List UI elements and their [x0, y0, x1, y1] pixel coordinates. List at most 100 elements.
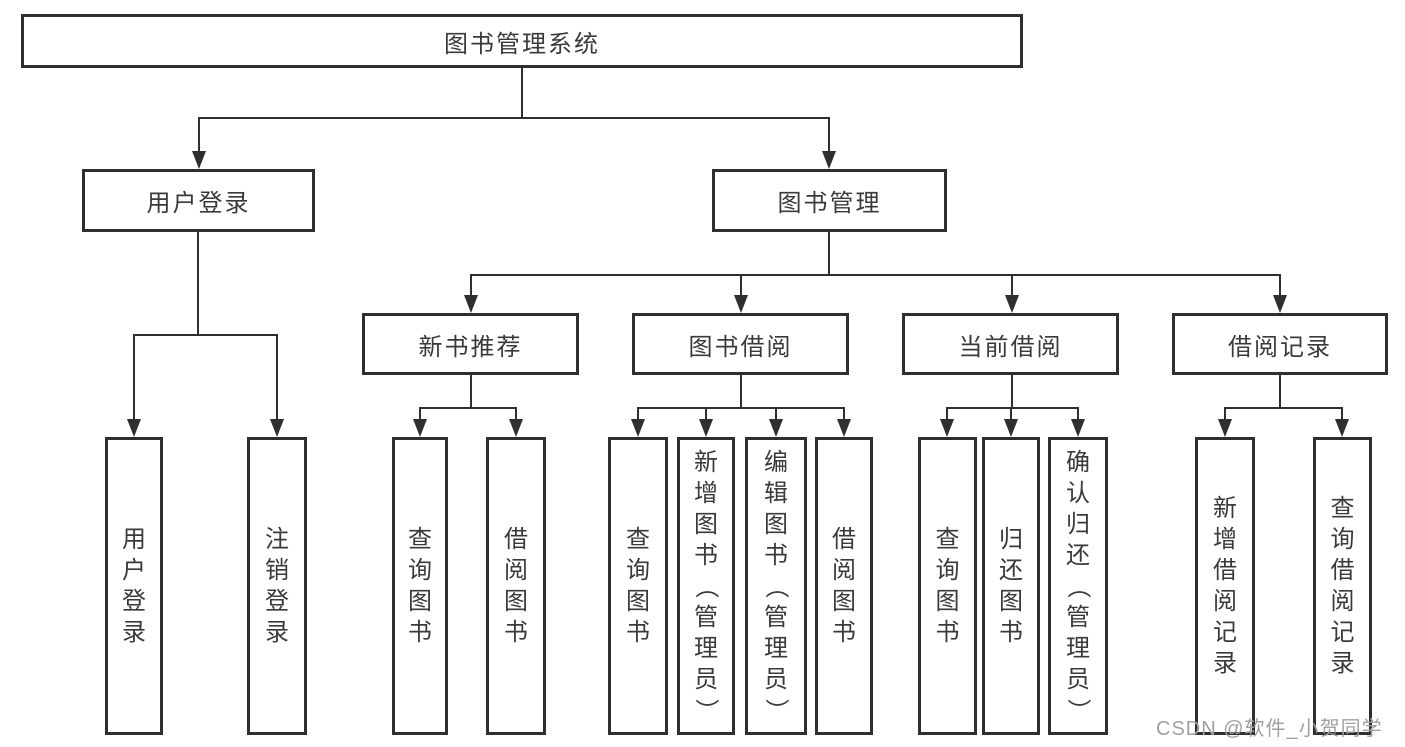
vertical-char: 查 — [626, 526, 650, 553]
connector-arrow-line — [1279, 275, 1281, 296]
vertical-char: 查 — [935, 526, 960, 553]
vertical-char: ） — [762, 698, 790, 722]
leaf-borrow-books-recommend: 借阅图书 — [486, 437, 546, 735]
vertical-char: 管 — [1066, 603, 1090, 631]
leaf-borrow-books-borrow: 借阅图书 — [815, 437, 873, 735]
connector-arrow-line — [198, 118, 200, 152]
arrow-down-icon — [769, 419, 783, 437]
connector-arrow-line — [419, 408, 421, 420]
vertical-char: 用 — [122, 526, 146, 553]
vertical-char: 阅 — [832, 557, 856, 584]
vertical-char: 书 — [999, 619, 1023, 646]
vertical-char: （ — [762, 574, 790, 598]
vertical-char: 图 — [408, 588, 432, 615]
vertical-char: 图 — [832, 588, 856, 615]
connector-stem — [828, 232, 830, 275]
arrow-down-icon — [1005, 295, 1019, 313]
node-user-login: 用户登录 — [82, 169, 315, 232]
vertical-char: ） — [1064, 698, 1092, 722]
vertical-char: 员 — [694, 665, 718, 693]
connector-arrow-line — [1224, 408, 1226, 420]
arrow-down-icon — [822, 151, 836, 169]
node-new-book-recommendation: 新书推荐 — [362, 313, 579, 375]
vertical-char: 增 — [1213, 526, 1237, 553]
connector-bar — [470, 274, 1281, 276]
vertical-char: 书 — [935, 619, 960, 646]
leaf-query-books-current: 查询图书 — [918, 437, 977, 735]
connector-stem — [740, 375, 742, 408]
node-current-borrowing: 当前借阅 — [902, 313, 1119, 375]
vertical-char: 录 — [265, 619, 289, 646]
vertical-char: 还 — [999, 557, 1023, 584]
connector-arrow-line — [946, 408, 948, 420]
vertical-char: 书 — [504, 619, 528, 646]
connector-arrow-line — [705, 408, 707, 420]
vertical-char: 查 — [408, 526, 432, 553]
connector-arrow-line — [1341, 408, 1343, 420]
vertical-char: 注 — [265, 526, 289, 553]
vertical-char: 借 — [832, 526, 856, 553]
connector-arrow-line — [1010, 408, 1012, 420]
vertical-char: 借 — [1330, 557, 1355, 584]
vertical-char: 员 — [764, 665, 788, 693]
vertical-char: 理 — [1066, 634, 1090, 662]
vertical-char: （ — [692, 574, 720, 598]
connector-arrow-line — [843, 408, 845, 420]
arrow-down-icon — [127, 419, 141, 437]
arrow-down-icon — [699, 419, 713, 437]
vertical-char: 阅 — [1213, 588, 1237, 615]
arrow-down-icon — [1071, 419, 1085, 437]
vertical-char: 记 — [1213, 619, 1237, 646]
connector-arrow-line — [1077, 408, 1079, 420]
vertical-char: 图 — [935, 588, 960, 615]
leaf-edit-books-admin: 编辑图书（管理员） — [745, 437, 807, 735]
connector-stem — [1279, 375, 1281, 408]
connector-arrow-line — [828, 118, 830, 152]
connector-arrow-line — [276, 335, 278, 420]
vertical-char: 录 — [1330, 650, 1355, 677]
leaf-add-books-admin: 新增图书（管理员） — [677, 437, 735, 735]
arrow-down-icon — [631, 419, 645, 437]
vertical-char: 新 — [1213, 495, 1237, 522]
vertical-char: 登 — [265, 588, 289, 615]
connector-stem — [197, 232, 199, 335]
connector-arrow-line — [515, 408, 517, 420]
vertical-char: 书 — [626, 619, 650, 646]
vertical-char: ） — [692, 698, 720, 722]
arrow-down-icon — [940, 419, 954, 437]
connector-stem — [1011, 375, 1013, 408]
leaf-user-login: 用户登录 — [105, 437, 163, 735]
node-book-management: 图书管理 — [712, 169, 947, 232]
arrow-down-icon — [464, 295, 478, 313]
arrow-down-icon — [1273, 295, 1287, 313]
vertical-char: 还 — [1066, 541, 1090, 569]
vertical-char: 理 — [764, 634, 788, 662]
vertical-char: 归 — [1066, 510, 1090, 538]
connector-stem — [470, 375, 472, 408]
vertical-char: 书 — [764, 541, 788, 569]
connector-bar — [637, 407, 845, 409]
leaf-add-borrow-record: 新增借阅记录 — [1195, 437, 1255, 735]
vertical-char: 编 — [764, 448, 788, 476]
vertical-char: 图 — [694, 510, 718, 538]
vertical-char: 管 — [764, 603, 788, 631]
leaf-query-borrow-record: 查询借阅记录 — [1313, 437, 1372, 735]
connector-arrow-line — [637, 408, 639, 420]
connector-bar — [419, 407, 517, 409]
vertical-char: 认 — [1066, 479, 1090, 507]
vertical-char: 确 — [1066, 448, 1090, 476]
leaf-logout: 注销登录 — [247, 437, 307, 735]
vertical-char: 询 — [408, 557, 432, 584]
connector-bar — [133, 334, 278, 336]
vertical-char: 询 — [1330, 526, 1355, 553]
vertical-char: 员 — [1066, 665, 1090, 693]
vertical-char: 管 — [694, 603, 718, 631]
arrow-down-icon — [413, 419, 427, 437]
arrow-down-icon — [734, 295, 748, 313]
arrow-down-icon — [1004, 419, 1018, 437]
vertical-char: 借 — [504, 526, 528, 553]
connector-bar — [198, 117, 830, 119]
vertical-char: 录 — [122, 619, 146, 646]
connector-stem — [521, 68, 523, 118]
